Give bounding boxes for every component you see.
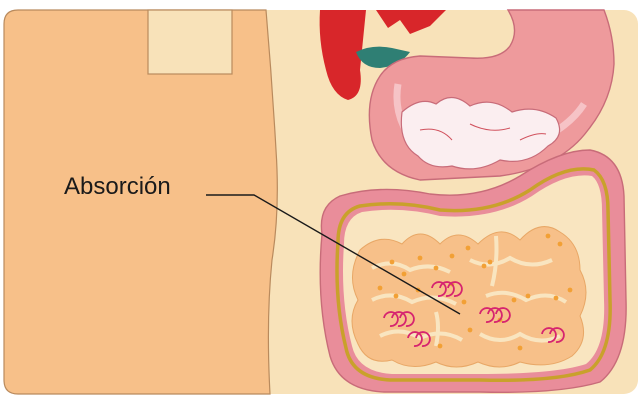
absorption-label: Absorción	[64, 175, 171, 199]
skin-window	[148, 10, 232, 74]
torso-skin	[4, 10, 277, 394]
